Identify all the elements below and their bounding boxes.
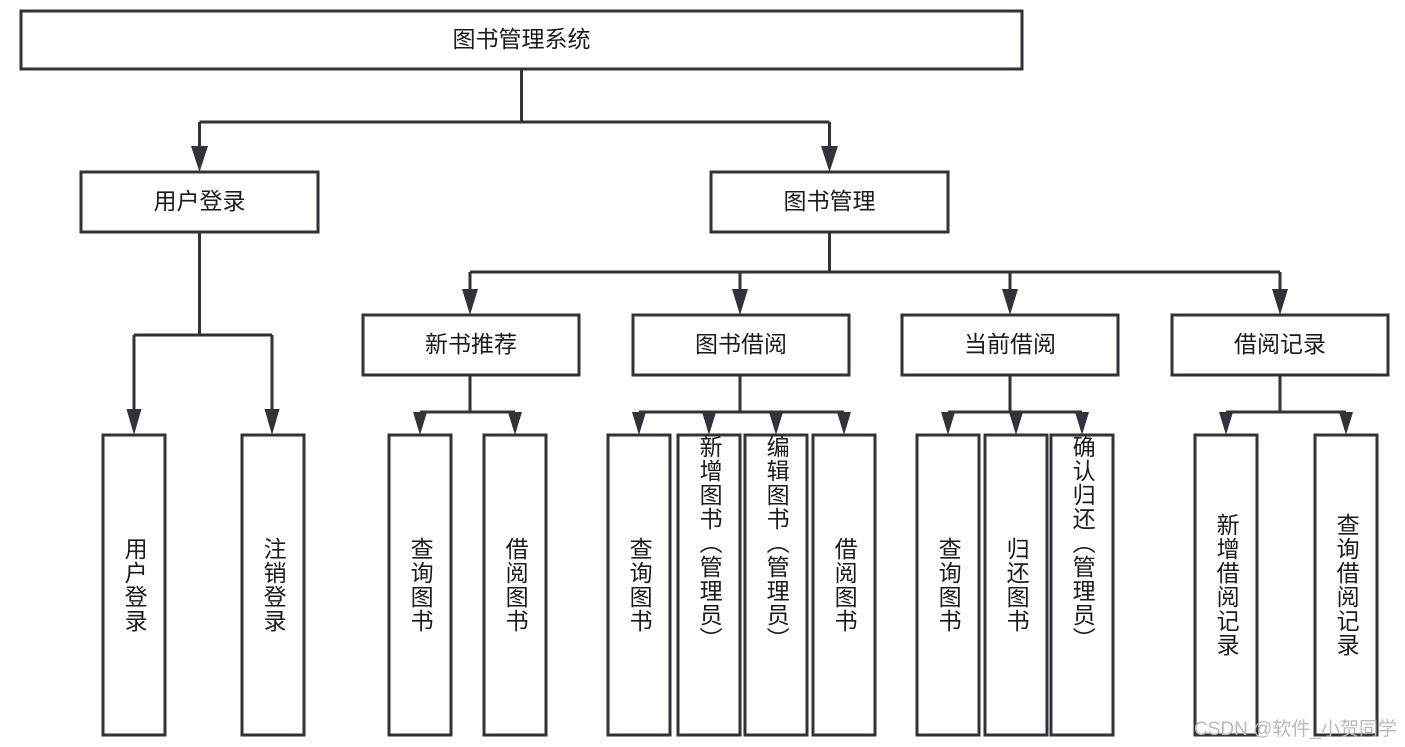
node-root[interactable]: 图书管理系统 [19,9,1024,71]
node-borrow-record[interactable]: 借阅记录 [1170,313,1390,377]
leaf-boxes [101,433,1379,737]
arrow-head-bb-leaf-3 [769,412,783,435]
node-user-login-label: 用户登录 [154,188,246,214]
node-book-borrow-box[interactable] [631,313,851,377]
node-user-login-box[interactable] [79,170,320,234]
arrow-head-br-leaf-1 [1219,412,1233,435]
node-book-manage-box[interactable] [709,170,950,234]
node-root-box[interactable] [19,9,1024,71]
leaf-box-query-book-cb[interactable] [915,433,981,737]
leaf-box-query-book-nb[interactable] [387,433,453,737]
node-book-manage-label: 图书管理 [784,188,876,214]
arrow-head-bb-leaf-4 [837,412,851,435]
leaf-box-add-book-admin[interactable] [676,433,742,737]
node-current-borrow-label: 当前借阅 [964,331,1056,357]
node-book-borrow[interactable]: 图书借阅 [631,313,851,377]
connector-group-borrow-book [632,375,851,435]
arrow-head-bb-leaf-2 [702,412,716,435]
node-new-book-recommend-label: 新书推荐 [425,331,517,357]
node-borrow-record-label: 借阅记录 [1234,331,1326,357]
csdn-watermark: CSDN @软件_小贺同学 [1194,719,1397,740]
leaf-box-borrow-book-nb[interactable] [482,433,548,737]
arrow-head-to-book-manage [821,146,838,172]
arrow-head-cb-leaf-1 [941,412,955,435]
connector-group-user-login [126,232,280,435]
arrow-head-nb-leaf-2 [508,412,522,435]
node-new-book-recommend[interactable]: 新书推荐 [361,313,581,377]
arrow-head-nb-leaf-1 [413,412,427,435]
leaf-box-user-logout[interactable] [240,433,306,737]
node-root-label: 图书管理系统 [453,26,591,52]
arrow-head-to-borrow-record [1272,289,1288,315]
node-book-borrow-label: 图书借阅 [695,331,787,357]
leaf-box-user-login[interactable] [101,433,167,737]
arrow-head-bb-leaf-1 [632,412,646,435]
node-new-book-recommend-box[interactable] [361,313,581,377]
node-book-manage[interactable]: 图书管理 [709,170,950,234]
leaf-box-return-book[interactable] [983,433,1049,737]
arrow-head-to-new-book [462,289,478,315]
node-user-login[interactable]: 用户登录 [79,170,320,234]
leaf-box-borrow-book-bb[interactable] [811,433,877,737]
connector-group-borrow-record [1219,375,1353,435]
leaf-box-confirm-return-admin[interactable] [1049,433,1115,737]
leaf-box-edit-book-admin[interactable] [743,433,809,737]
arrow-head-cb-leaf-3 [1075,412,1089,435]
arrow-head-user-leaf-1 [126,409,142,435]
connector-group-current-borrow [941,375,1089,435]
connector-group-new-book [413,375,522,435]
node-current-borrow[interactable]: 当前借阅 [900,313,1120,377]
arrow-head-user-leaf-2 [264,409,280,435]
leaf-box-query-borrow-record[interactable] [1313,433,1379,737]
node-borrow-record-box[interactable] [1170,313,1390,377]
leaf-box-query-book-bb[interactable] [606,433,672,737]
leaf-box-add-borrow-record[interactable] [1193,433,1259,737]
arrow-head-cb-leaf-2 [1009,412,1023,435]
arrow-head-to-current-borrow [1002,289,1018,315]
node-current-borrow-box[interactable] [900,313,1120,377]
arrow-head-to-user-login [191,146,208,172]
arrow-head-to-borrow-book [732,289,748,315]
connector-group-book-manage [462,232,1288,315]
connector-group-root [191,69,838,172]
arrow-head-br-leaf-2 [1339,412,1353,435]
